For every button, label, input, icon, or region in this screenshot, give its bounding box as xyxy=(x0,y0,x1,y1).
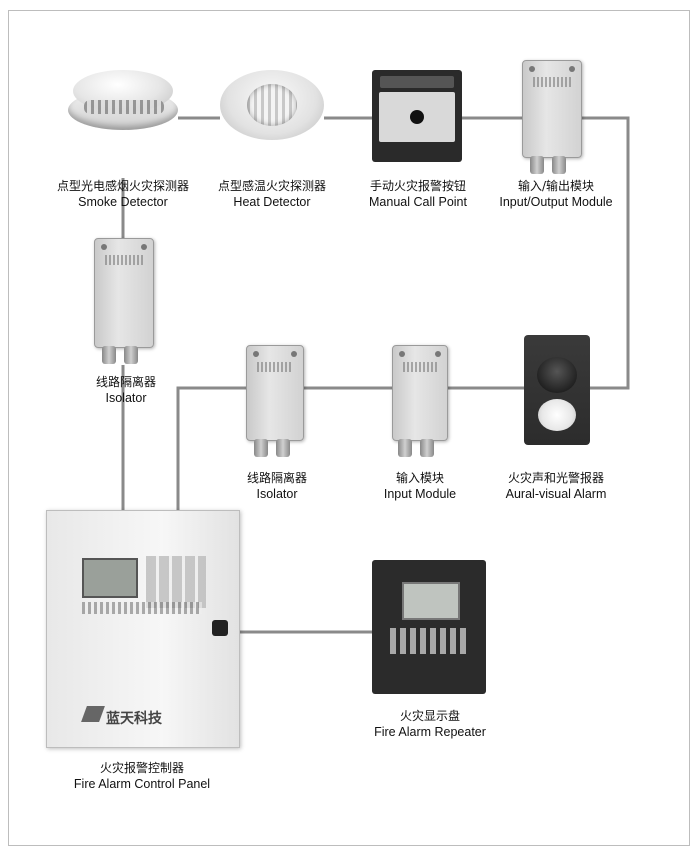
panel-brand: 蓝天科技 xyxy=(106,711,162,727)
isolator-middle-label: 线路隔离器 Isolator xyxy=(247,470,307,502)
control-panel-en: Fire Alarm Control Panel xyxy=(73,777,211,791)
repeater-keypad xyxy=(390,628,468,654)
wire-io-right xyxy=(582,116,630,390)
smoke-detector xyxy=(68,70,178,150)
smoke-detector-en: Smoke Detector xyxy=(78,195,168,209)
heat-detector-label: 点型感温火灾探测器 Heat Detector xyxy=(218,178,326,210)
aural-visual-alarm-en: Aural-visual Alarm xyxy=(505,487,607,501)
isolator-middle-en: Isolator xyxy=(256,487,298,501)
input-module-label: 输入模块 Input Module xyxy=(384,470,456,502)
repeater-label: 火灾显示盘 Fire Alarm Repeater xyxy=(374,708,486,740)
aural-visual-alarm-cn: 火灾声和光警报器 xyxy=(507,471,605,485)
input-module-en: Input Module xyxy=(383,487,457,501)
isolator-top-en: Isolator xyxy=(105,391,147,405)
manual-call-point-en: Manual Call Point xyxy=(369,195,467,209)
isolator-top xyxy=(94,238,154,365)
input-module xyxy=(392,345,448,457)
heat-detector xyxy=(220,70,324,140)
io-module-label: 输入/输出模块 Input/Output Module xyxy=(499,178,612,210)
isolator-top-label: 线路隔离器 Isolator xyxy=(96,374,156,406)
repeater-en: Fire Alarm Repeater xyxy=(374,725,486,739)
isolator-middle-cn: 线路隔离器 xyxy=(246,471,308,485)
manual-call-point-label: 手动火灾报警按钮 Manual Call Point xyxy=(369,178,467,210)
manual-call-point xyxy=(372,70,462,162)
repeater-cn: 火灾显示盘 xyxy=(399,709,461,723)
repeater-display xyxy=(402,582,460,620)
panel-lock xyxy=(212,620,228,636)
aural-visual-alarm-label: 火灾声和光警报器 Aural-visual Alarm xyxy=(506,470,607,502)
io-module xyxy=(522,60,582,174)
fire-alarm-control-panel: 蓝天科技 xyxy=(46,510,240,748)
isolator-middle xyxy=(246,345,304,457)
fire-alarm-repeater xyxy=(372,560,486,694)
wire-mid-row xyxy=(176,386,246,510)
aural-visual-alarm xyxy=(524,335,590,445)
control-panel-cn: 火灾报警控制器 xyxy=(99,761,185,775)
panel-display xyxy=(82,558,138,598)
heat-detector-cn: 点型感温火灾探测器 xyxy=(217,179,327,193)
isolator-top-cn: 线路隔离器 xyxy=(95,375,157,389)
smoke-detector-label: 点型光电感烟火灾探测器 Smoke Detector xyxy=(57,178,189,210)
manual-call-point-cn: 手动火灾报警按钮 xyxy=(369,179,466,193)
io-module-cn: 输入/输出模块 xyxy=(517,179,595,193)
heat-detector-en: Heat Detector xyxy=(233,195,311,209)
smoke-detector-cn: 点型光电感烟火灾探测器 xyxy=(56,179,190,193)
panel-leds xyxy=(82,602,202,614)
io-module-en: Input/Output Module xyxy=(499,195,613,209)
panel-keypad xyxy=(146,556,206,608)
input-module-cn: 输入模块 xyxy=(395,471,444,485)
control-panel-label: 火灾报警控制器 Fire Alarm Control Panel xyxy=(74,760,210,792)
